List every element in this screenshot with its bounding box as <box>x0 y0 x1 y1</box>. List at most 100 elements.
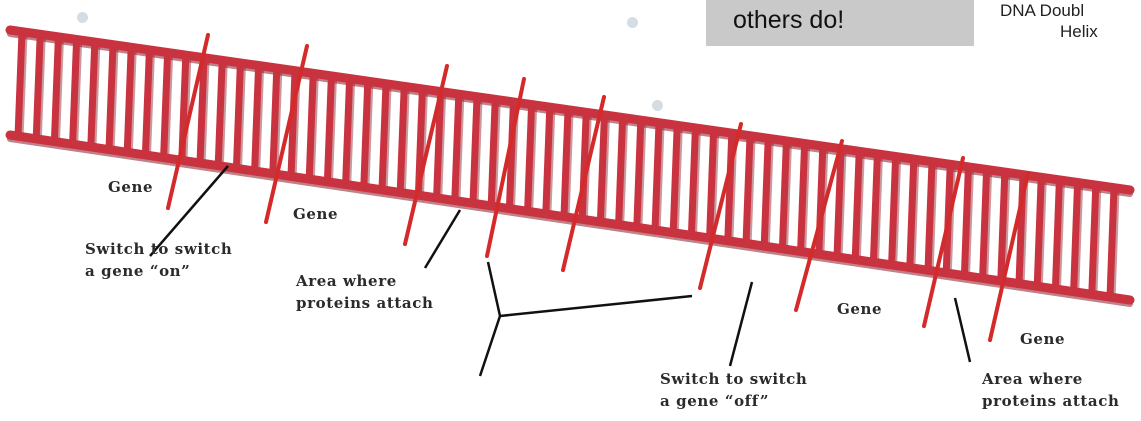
base-pair-rung <box>451 93 463 201</box>
base-pair-rung <box>87 41 99 148</box>
base-pair-rung <box>651 122 663 231</box>
gene-boundary-marker <box>166 33 210 210</box>
gene-boundary-marker <box>561 95 606 272</box>
gene-boundary-marker <box>403 64 449 246</box>
base-pair-rung <box>997 171 1009 282</box>
base-pair-rung <box>69 39 81 145</box>
switch-on-label-line1: Switch to switch <box>85 240 233 258</box>
base-pair-rung <box>105 44 117 150</box>
base-pair-rung <box>469 96 481 204</box>
protein-area-label: Area where proteins attach <box>296 270 433 314</box>
callout-text: others do! <box>733 6 845 34</box>
gene-label: Gene <box>837 300 883 318</box>
base-pair-rung <box>251 65 263 172</box>
base-pair-rung <box>815 145 827 255</box>
base-pair-rung <box>615 117 627 225</box>
gene-boundary-marker <box>485 77 526 258</box>
decorative-dot <box>627 17 638 28</box>
base-pair-rung <box>141 49 153 156</box>
protein-area-label: Area where proteins attach <box>982 368 1119 412</box>
base-pair-rung <box>342 78 354 185</box>
base-pair-rung <box>979 169 991 279</box>
base-pair-rung <box>760 138 772 247</box>
base-pair-rung <box>323 75 335 182</box>
base-pair-rung <box>1051 179 1063 290</box>
gene-label: Gene <box>108 178 154 196</box>
base-pair-rung <box>524 104 536 212</box>
diagram-title-line2: Helix <box>1060 22 1098 41</box>
diagram-title-line1: DNA Doubl <box>1000 1 1085 20</box>
protein-area-label-line1: Area where <box>982 370 1083 388</box>
base-pair-rung <box>724 132 736 241</box>
leader-line <box>486 261 693 318</box>
gene-label: Gene <box>1020 330 1066 348</box>
base-pair-rung <box>196 57 208 164</box>
base-pair-rung <box>487 99 499 207</box>
base-pair-rung <box>360 80 372 188</box>
base-pair-rung <box>123 47 135 153</box>
leader-line <box>478 315 502 377</box>
leader-line <box>149 165 229 257</box>
base-pair-rung <box>1070 182 1082 292</box>
base-pair-rung <box>797 143 809 252</box>
switch-off-label-line2: a gene “off” <box>660 392 770 410</box>
switch-on-label: Switch to switch a gene “on” <box>85 238 232 282</box>
protein-area-label-line2: proteins attach <box>296 294 434 312</box>
base-pair-rung <box>1088 184 1100 295</box>
base-pair-rung <box>287 70 299 177</box>
base-pair-rung <box>778 140 790 249</box>
base-pair-rung <box>1106 187 1118 298</box>
gene-label: Gene <box>293 205 339 223</box>
base-pair-rung <box>269 67 281 174</box>
base-pair-rung <box>687 127 699 236</box>
base-pair-rung <box>214 60 226 166</box>
base-pair-rung <box>305 73 317 180</box>
gene-boundary-marker <box>922 156 965 328</box>
gene-markers <box>166 33 1030 342</box>
base-pair-rung <box>14 31 26 137</box>
base-pair-rung <box>378 83 390 190</box>
gene-boundary-marker <box>264 44 309 224</box>
leader-line <box>953 297 972 363</box>
switch-on-label-line2: a gene “on” <box>85 262 191 280</box>
gene-boundary-marker <box>988 171 1030 342</box>
gene-boundary-marker <box>794 139 844 312</box>
leader-lines <box>149 165 972 377</box>
base-pair-rung <box>160 52 172 158</box>
protein-area-label-line1: Area where <box>296 272 397 290</box>
switch-off-label: Switch to switch a gene “off” <box>660 368 807 412</box>
base-pair-rung <box>669 125 681 233</box>
base-pair-rung <box>596 114 608 223</box>
base-pair-rung <box>50 36 62 142</box>
base-pair-rung <box>869 153 881 263</box>
dna-strand-bottom <box>5 130 1135 305</box>
base-pair-rung <box>433 91 445 198</box>
decorative-dot <box>77 12 88 23</box>
leader-line <box>728 281 754 367</box>
base-pair-rung <box>542 106 554 215</box>
decorative-dot <box>652 100 663 111</box>
base-pair-rung <box>1033 177 1045 287</box>
base-pair-rung <box>232 62 244 169</box>
base-pair-rung <box>32 34 44 139</box>
base-pair-rung <box>505 101 517 209</box>
base-pair-rung <box>560 109 572 217</box>
switch-off-label-line1: Switch to switch <box>660 370 808 388</box>
base-pair-rung <box>960 166 972 276</box>
base-pair-rung <box>633 119 645 228</box>
base-pair-rung <box>578 112 590 220</box>
protein-area-label-line2: proteins attach <box>982 392 1120 410</box>
base-pair-rung <box>851 151 863 260</box>
gene-boundary-marker <box>698 122 743 290</box>
base-pair-rung <box>924 161 936 271</box>
base-pair-rung <box>833 148 845 257</box>
base-pair-rung <box>888 156 900 266</box>
base-pair-rung <box>906 158 918 268</box>
leader-line <box>423 209 462 269</box>
base-pair-rung <box>706 130 718 239</box>
base-pair-rung <box>396 86 408 193</box>
diagram-title: DNA Doubl Helix <box>1000 0 1141 42</box>
base-pair-rung <box>742 135 754 244</box>
callout-box: others do! <box>706 0 974 46</box>
